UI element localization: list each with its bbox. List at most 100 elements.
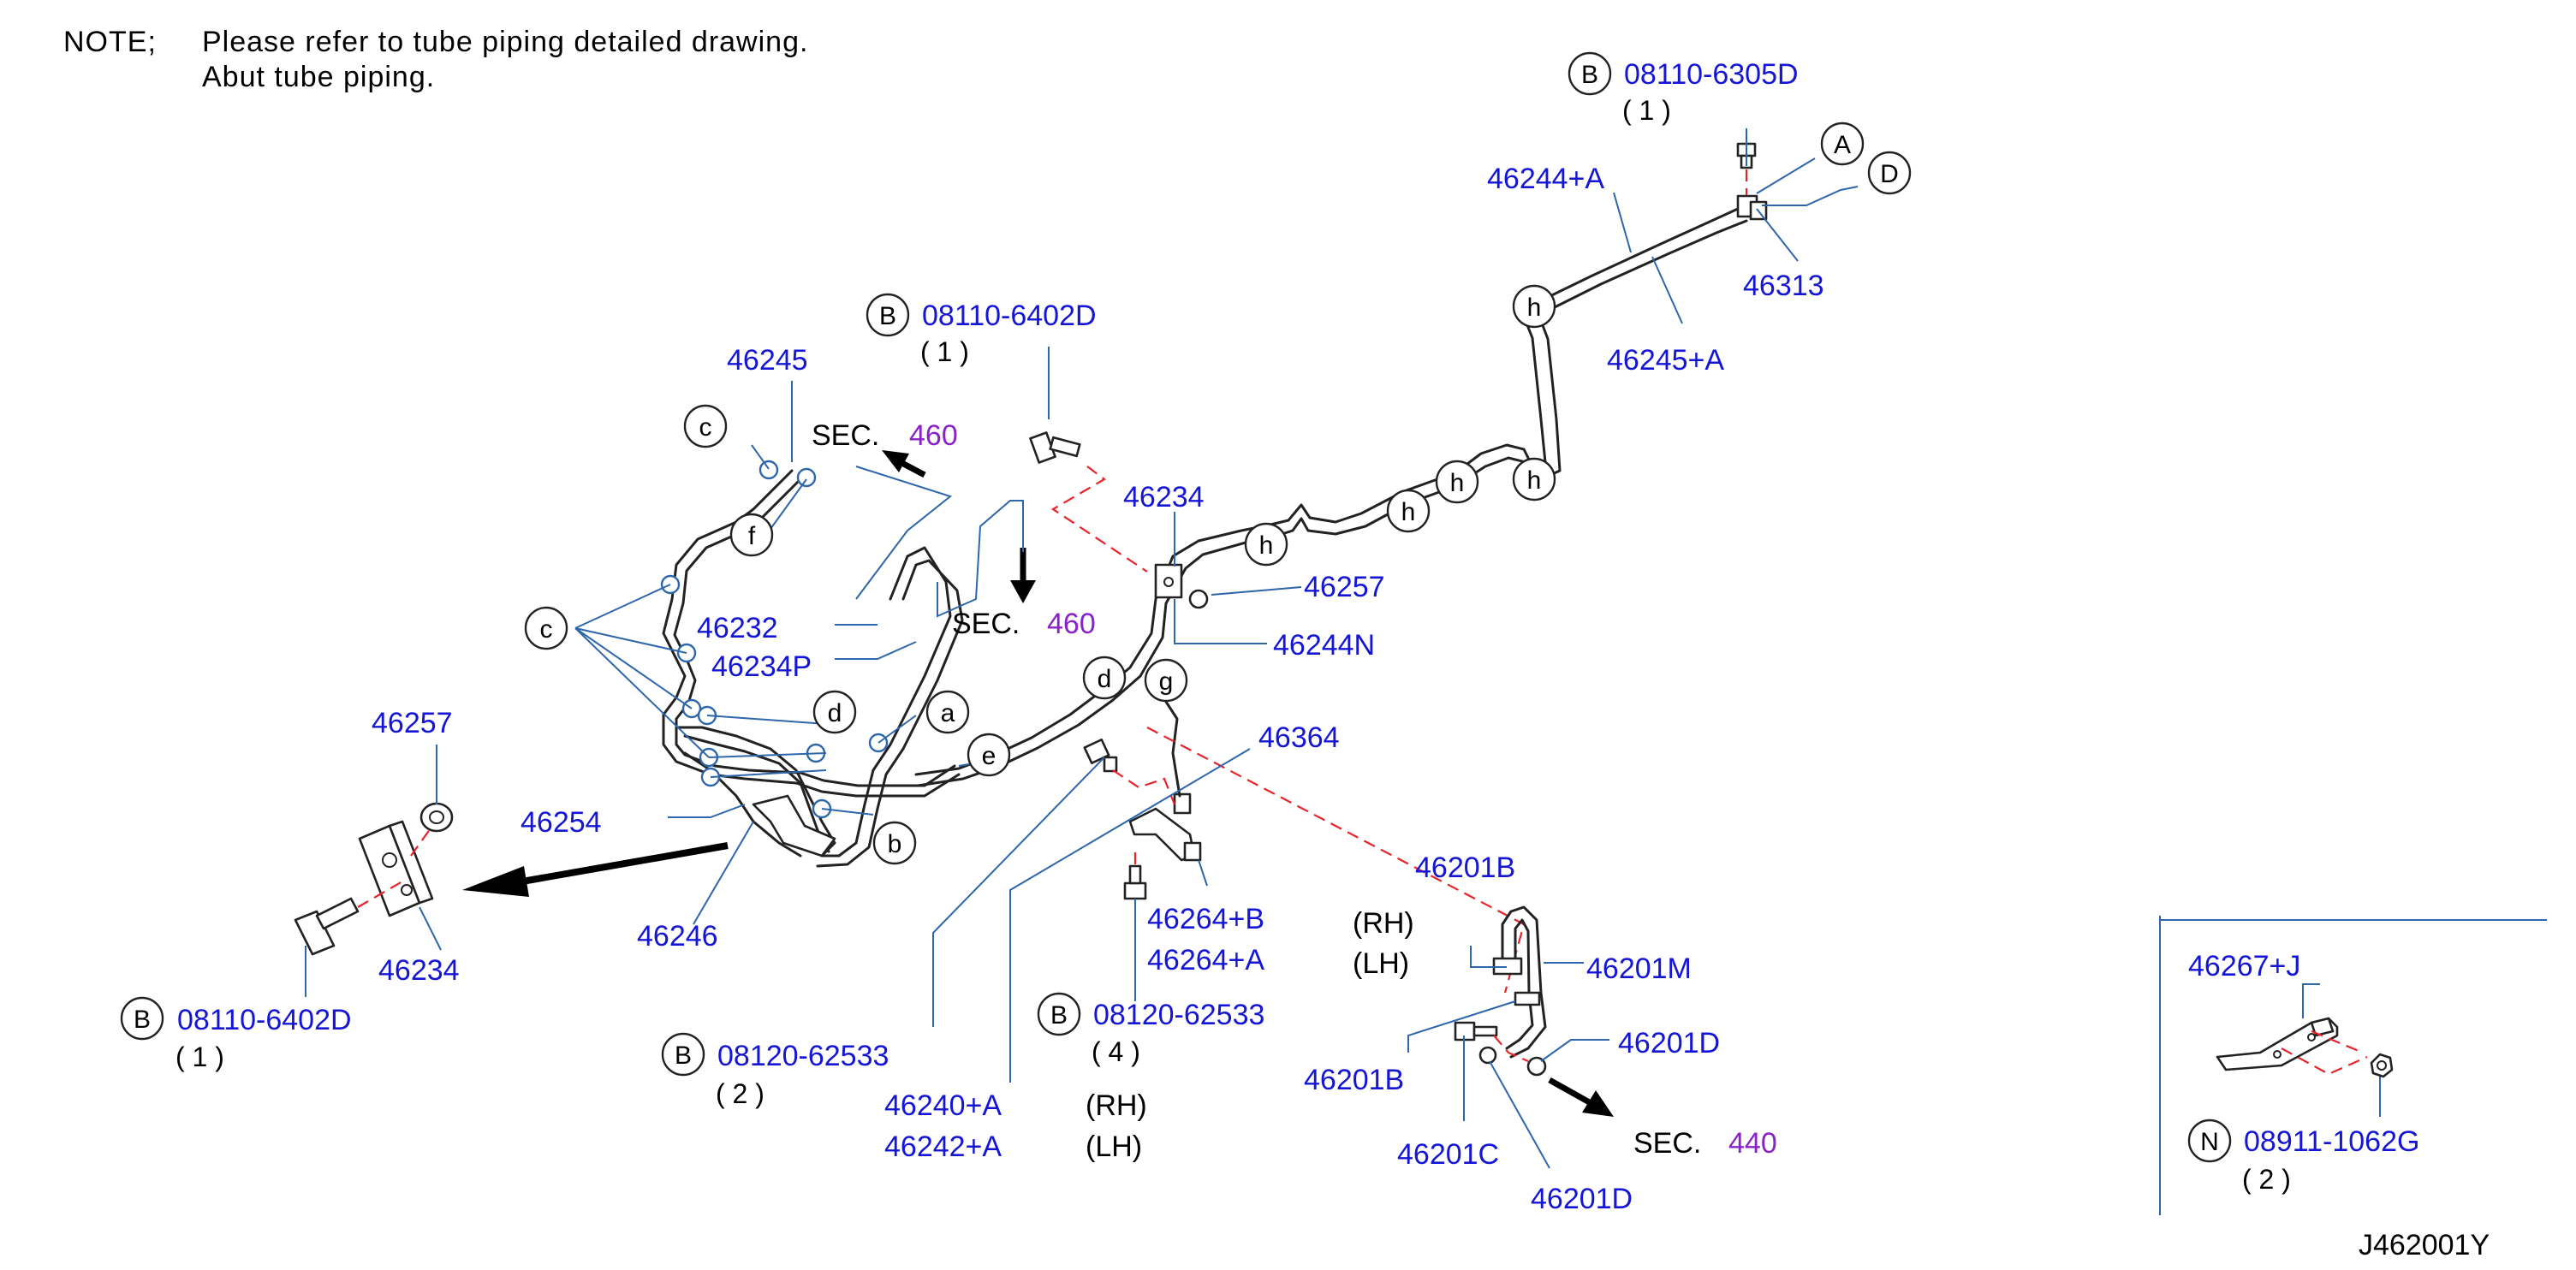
part-08911-1062G: 08911-1062G (2244, 1125, 2419, 1158)
mark-B-top: B (1568, 51, 1612, 96)
bracket-46267J-icon (2216, 1017, 2339, 1071)
qty-08110-6305D: ( 1 ) (1622, 95, 1671, 126)
part-46234: 46234 (1123, 481, 1205, 513)
svg-text:A: A (1834, 131, 1851, 159)
callout-h-5: h (1244, 522, 1288, 567)
assembly-dashline-inset-b (2311, 1030, 2364, 1054)
qty-08110-6402D-center: ( 1 ) (920, 336, 969, 367)
svg-text:h: h (1259, 531, 1274, 560)
svg-text:d: d (828, 699, 842, 727)
assembly-dashline-inset (2281, 1047, 2368, 1076)
callout-c-1: c (683, 404, 728, 448)
part-08120-62533-a: 08120-62533 (717, 1040, 889, 1072)
side-rh-hose: (RH) (1353, 907, 1414, 940)
part-labels: 08110-6305D ( 1 ) 46244+A 46313 46245+A … (176, 58, 2419, 1215)
part-46313: 46313 (1743, 270, 1824, 302)
svg-text:B: B (1581, 61, 1598, 89)
part-46257: 46257 (1304, 571, 1385, 603)
part-46201B-bottom: 46201B (1304, 1064, 1404, 1096)
svg-text:a: a (941, 699, 955, 727)
part-46201D-bottom: 46201D (1531, 1183, 1633, 1215)
part-08110-6402D-left: 08110-6402D (177, 1004, 352, 1036)
exploded-junction-block (358, 820, 434, 917)
sec-440: 440 (1728, 1127, 1777, 1160)
nut-46257-icon (1188, 589, 1209, 609)
side-lh-hose: (LH) (1353, 947, 1409, 980)
sec-word-1: SEC. (812, 419, 879, 452)
part-46264B: 46264+B (1147, 903, 1264, 935)
exploded-view-arrow-icon (462, 842, 729, 897)
callout-D: D (1867, 151, 1912, 195)
part-46264A: 46264+A (1147, 944, 1264, 976)
callout-d-1: d (812, 690, 857, 734)
svg-text:h: h (1527, 466, 1542, 495)
note-line-2: Abut tube piping. (202, 61, 435, 93)
part-46257-left: 46257 (372, 707, 453, 739)
sec-440-arrow-icon (1548, 1077, 1614, 1117)
tube-g (1164, 700, 1181, 798)
bolt-08120-62533-icon (1083, 738, 1118, 773)
svg-text:d: d (1098, 665, 1112, 693)
callout-g: g (1144, 658, 1188, 703)
part-46234P: 46234P (711, 650, 812, 683)
callout-b: b (872, 821, 917, 865)
callout-letters: A D h h h h h c f c d a e b d g (524, 122, 1912, 865)
mark-B-bottom-b: B (1037, 992, 1081, 1036)
sec-460-arrow-a-icon (882, 450, 926, 478)
svg-text:e: e (982, 742, 996, 770)
note-block: NOTE; Please refer to tube piping detail… (63, 26, 808, 93)
qty-08120-62533-a: ( 2 ) (716, 1078, 764, 1109)
note-label: NOTE; (63, 26, 157, 58)
part-08110-6305D: 08110-6305D (1624, 58, 1799, 91)
side-labels: (RH) (LH) (RH) (LH) (1086, 907, 1414, 1163)
svg-text:B: B (134, 1006, 151, 1034)
part-46240A: 46240+A (884, 1089, 1002, 1122)
callout-a: a (925, 690, 970, 734)
mark-B-left: B (120, 996, 164, 1041)
part-46267J: 46267+J (2188, 950, 2300, 982)
callout-A: A (1820, 122, 1865, 166)
callout-h-4: h (1386, 489, 1431, 533)
qty-08120-62533-b: ( 4 ) (1092, 1036, 1140, 1067)
left-tube-bundle (662, 469, 964, 868)
mark-B-bottom-a: B (661, 1032, 705, 1077)
svg-text:b: b (888, 830, 902, 858)
part-46244N: 46244N (1273, 629, 1375, 662)
svg-text:c: c (540, 615, 553, 644)
sec-word-3: SEC. (1633, 1127, 1701, 1160)
callout-c-2: c (524, 606, 568, 650)
sec-460-arrow-b-icon (1010, 548, 1036, 603)
mark-N-inset: N (2187, 1119, 2232, 1163)
bolt-08120-62533-b-icon (1123, 864, 1147, 900)
nut-46257-left-icon (419, 802, 454, 833)
washer-46201D-icon (1478, 1046, 1497, 1065)
diagram-code: J462001Y (2359, 1229, 2490, 1261)
nut-08911-1062G-icon (2370, 1053, 2394, 1078)
svg-text:B: B (879, 302, 896, 330)
callout-h-3: h (1435, 460, 1479, 504)
part-46254: 46254 (521, 806, 602, 839)
brake-hose-46201M-icon (1492, 905, 1547, 1059)
side-rh-tube: (RH) (1086, 1089, 1147, 1122)
svg-text:N: N (2200, 1128, 2219, 1156)
part-08110-6402D-center: 08110-6402D (922, 300, 1097, 332)
part-08120-62533-b: 08120-62533 (1093, 999, 1264, 1031)
part-46201D-right: 46201D (1618, 1027, 1720, 1059)
part-46234-left: 46234 (378, 954, 460, 987)
callout-d-2: d (1082, 656, 1127, 700)
note-line-1: Please refer to tube piping detailed dra… (202, 26, 808, 58)
part-46244A: 46244+A (1487, 163, 1604, 195)
washer-46201D-b-icon (1526, 1056, 1547, 1077)
part-46232: 46232 (697, 612, 778, 644)
svg-text:g: g (1159, 668, 1174, 696)
part-46201M: 46201M (1586, 952, 1692, 985)
sec-460-a: 460 (909, 419, 958, 452)
sec-460-b: 460 (1047, 608, 1096, 640)
assembly-dashline-bracket (1112, 769, 1176, 805)
svg-text:B: B (1050, 1001, 1068, 1030)
inset-box (2159, 916, 2547, 1215)
svg-text:D: D (1880, 160, 1899, 188)
callout-e: e (967, 733, 1011, 777)
callout-h-2: h (1512, 457, 1556, 501)
bolt-08110-6402D-icon (1029, 431, 1081, 464)
